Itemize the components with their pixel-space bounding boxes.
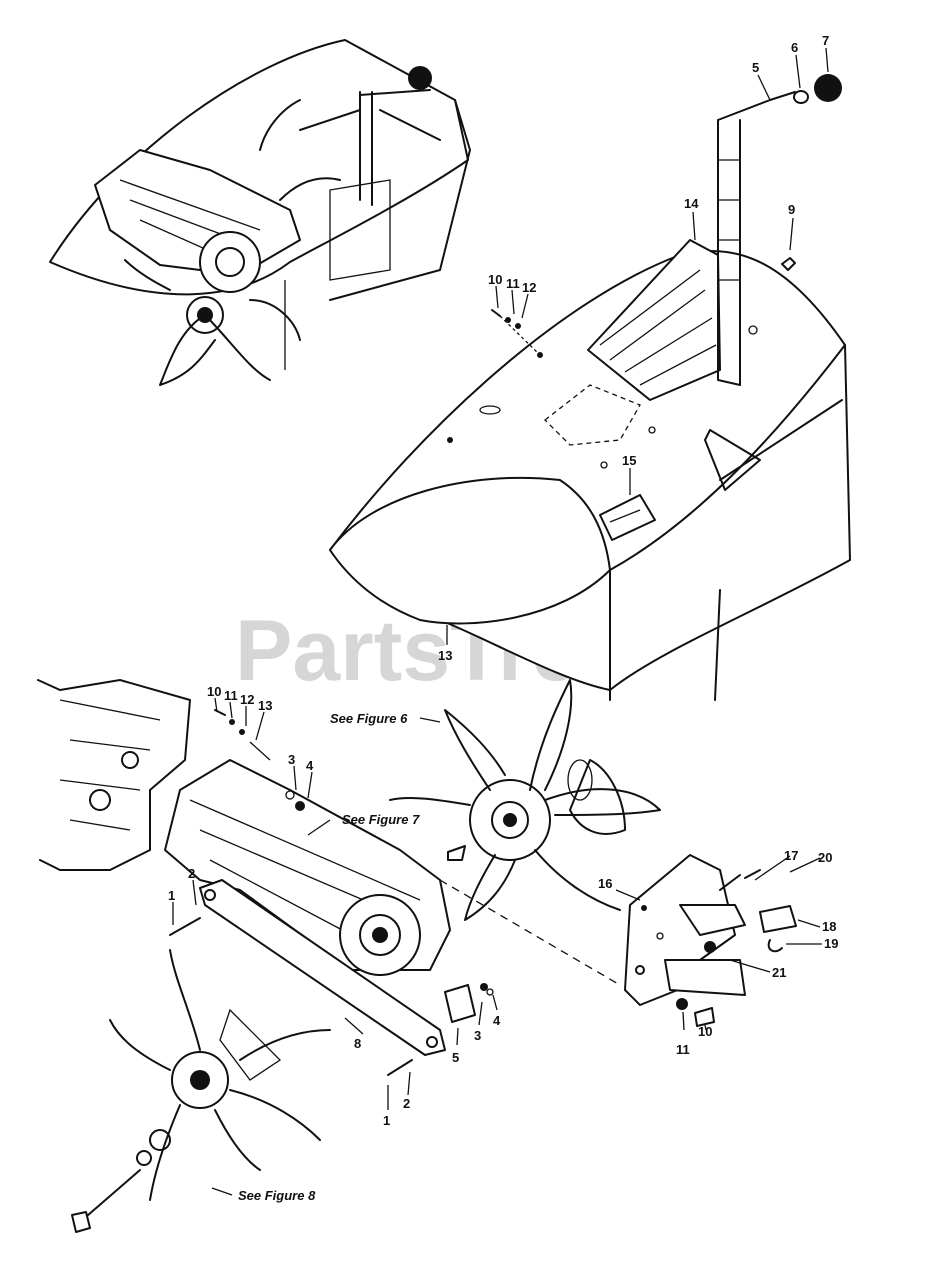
callout-3-mid: 3: [288, 752, 295, 767]
callout-4-bottom: 4: [493, 1013, 501, 1028]
callout-3-bottom: 3: [474, 1028, 481, 1043]
callout-18: 18: [822, 919, 836, 934]
callout-11-bottom: 11: [676, 1042, 690, 1057]
callout-labels: 5 6 7 9 14 10 11 12 15 13 10 11 12 13 3 …: [168, 33, 838, 1203]
gear-housing-illustration: [37, 679, 621, 1076]
callout-15: 15: [622, 453, 636, 468]
callout-11-mid: 11: [224, 688, 238, 703]
hitch-bracket-part: [624, 854, 797, 1027]
callout-4-mid: 4: [306, 758, 314, 773]
callout-7-top: 7: [822, 33, 829, 48]
see-figure-6-label: See Figure 6: [330, 711, 408, 726]
callout-9-top: 9: [788, 202, 795, 217]
hood-hardware-top: [491, 309, 541, 356]
callout-5-bottom: 5: [452, 1050, 459, 1065]
callout-12-top: 12: [522, 280, 536, 295]
callout-8: 8: [354, 1036, 361, 1051]
right-tine-assembly: [389, 679, 661, 921]
see-figure-8-label: See Figure 8: [238, 1188, 316, 1203]
callout-16: 16: [598, 876, 612, 891]
callout-19: 19: [824, 936, 838, 951]
callout-2-left: 2: [188, 866, 195, 881]
callout-14-top: 14: [684, 196, 699, 211]
callout-13-mid: 13: [258, 698, 272, 713]
assembled-tiller-illustration: [49, 39, 471, 386]
callout-11-top: 11: [506, 276, 520, 291]
callout-6-top: 6: [791, 40, 798, 55]
callout-12-mid: 12: [240, 692, 254, 707]
callout-17: 17: [784, 848, 798, 863]
callout-2-bottom: 2: [403, 1096, 410, 1111]
callout-21: 21: [772, 965, 786, 980]
left-tine-assembly: [71, 949, 331, 1233]
callout-1-bottom: 1: [383, 1113, 390, 1128]
tine-hood-part: [329, 239, 851, 701]
callout-5-top: 5: [752, 60, 759, 75]
see-figure-7-label: See Figure 7: [342, 812, 420, 827]
callout-10-top: 10: [488, 272, 502, 287]
callout-13-hood: 13: [438, 648, 452, 663]
callout-10-bottom: 10: [698, 1024, 712, 1039]
leader-arrows: [172, 47, 829, 1196]
callout-1-left: 1: [168, 888, 175, 903]
callout-10-mid: 10: [207, 684, 221, 699]
callout-20: 20: [818, 850, 832, 865]
depth-bar-part: [704, 74, 842, 701]
